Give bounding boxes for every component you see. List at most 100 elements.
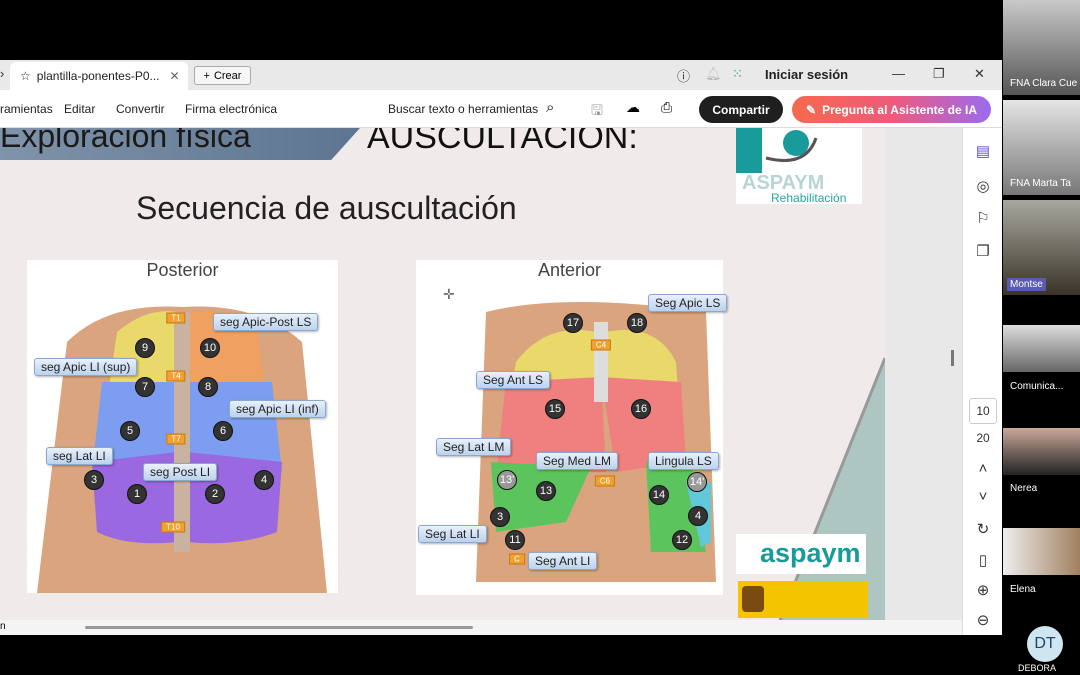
chevron-down-icon[interactable]: ˅ [978,488,988,505]
apps-grid-icon[interactable]: ⁙ [732,66,743,81]
plus-icon: + [203,69,210,82]
ai-summary-icon[interactable]: ▤ [975,143,991,160]
slide: Exploración física AUSCULTACIÓN: Secuenc… [0,128,885,620]
close-tab-icon[interactable]: ✕ [169,69,180,83]
scroll-thumb[interactable] [85,626,473,629]
horizontal-scrollbar[interactable]: n [0,620,962,635]
label-seg-ant-ls: Seg Ant LS [476,371,551,389]
participant-name: DEBORA [1018,663,1057,673]
point-1: 1 [127,484,147,504]
chevron-up-icon[interactable]: ˄ [978,460,988,477]
ai-label: Pregunta al Asistente de IA [822,102,977,117]
point-4: 4 [254,470,274,490]
back-illustration [37,306,327,593]
share-button[interactable]: Compartir [699,96,783,123]
participant-name: Elena [1010,584,1036,595]
participant-name: Nerea [1010,483,1038,494]
participant-name: FNA Marta Ta [1010,178,1071,189]
anterior-title: Anterior [537,260,602,280]
bell-icon[interactable]: 🔔︎ [705,66,722,81]
participant-video[interactable] [1003,528,1080,575]
slide-subtitle: Secuencia de auscultación [136,190,517,226]
label-seg-lat-lm: Seg Lat LM [436,438,512,456]
login-link[interactable]: Iniciar sesión [765,67,849,82]
logo-sub: Rehabilitación [771,191,847,205]
create-button[interactable]: +Crear [194,66,251,85]
vertical-scrollbar[interactable] [951,350,954,366]
actual-size-icon[interactable]: ▯ [978,552,988,569]
rotate-icon[interactable]: ↻ [976,521,990,538]
page-total: 20 [976,431,990,445]
save-icon[interactable]: 🖫 [591,102,603,118]
participant-video[interactable]: FNA Clara Cue [1003,0,1080,95]
point-6: 6 [213,421,233,441]
search-tools[interactable]: Buscar texto o herramientas [388,102,539,116]
posterior-title: Posterior [146,260,219,280]
create-label: Crear [213,69,242,82]
tab-title: plantilla-ponentes-P0... [36,69,160,83]
search-icon[interactable]: ⌕ [546,99,555,116]
tab-document[interactable]: ☆ plantilla-ponentes-P0... ✕ [10,62,188,90]
point-2: 2 [205,484,225,504]
aspaym-logo: aspaym [736,534,866,574]
vertebra-tag: T10 [161,521,185,533]
participant-video[interactable] [1003,325,1080,372]
point-3: 3 [84,470,104,490]
participant-name: Comunica... [1010,381,1064,392]
menu-edit[interactable]: Editar [64,102,96,116]
help-icon[interactable]: ⓘ [677,69,691,84]
print-icon[interactable]: ⎙ [661,99,673,115]
posterior-diagram: Posterior seg Apic-Post LS seg Apic LI (… [27,260,338,593]
page-number-input[interactable]: 10 [969,398,997,424]
cursor-crosshair-icon: ✛ [443,286,455,302]
star-icon[interactable]: ☆ [20,69,31,83]
right-toolbar: ▤ ◎ ⚐ ❐ 10 20 ˄ ˅ ↻ ▯ ⊕ ⊖ [962,128,1002,635]
ai-assistant-button[interactable]: ✎ Pregunta al Asistente de IA [792,96,991,123]
bookmark-icon[interactable]: ⚐ [976,210,990,227]
participant-video[interactable]: FNA Marta Ta [1003,100,1080,195]
government-logo [738,581,868,618]
header-right: AUSCULTACIÓN: [367,128,638,156]
avatar[interactable]: DT [1027,626,1063,662]
label-seg-apic-ls: Seg Apic LS [648,294,728,312]
label-seg-med-lm: Seg Med LM [536,452,619,470]
participant-name: FNA Clara Cue [1010,78,1078,89]
menu-convert[interactable]: Convertir [116,102,165,116]
label-seg-apic-post-ls: seg Apic-Post LS [213,313,319,331]
header-band [0,128,360,160]
label-seg-apic-li-sup: seg Apic LI (sup) [34,358,138,376]
label-seg-ant-li: Seg Ant LI [528,552,598,570]
zoom-in-icon[interactable]: ⊕ [976,582,990,599]
label-seg-lat-li: seg Lat LI [46,447,113,465]
anterior-diagram: Anterior ✛ Seg Apic LS Seg Ant LS Seg La… [416,260,728,595]
status-text: n [0,621,6,632]
logo-name: ASPAYM [742,172,825,194]
vertebra-tag: T7 [166,433,186,445]
menu-esign[interactable]: Firma electrónica [185,102,278,116]
label-seg-post-li: seg Post LI [143,463,218,481]
participant-video[interactable]: Montse [1003,200,1080,295]
pages-icon[interactable]: ❐ [976,243,990,260]
menu-tools[interactable]: ramientas [0,102,53,116]
label-lingula-ls: Lingula LS [648,452,719,470]
upload-cloud-icon[interactable]: ☁ [626,99,640,115]
label-seg-lat-li: Seg Lat LI [418,525,487,543]
point-9: 9 [135,338,155,358]
label-seg-apic-li-inf: seg Apic LI (inf) [229,400,326,418]
close-window-icon[interactable]: ✕ [974,66,985,81]
point-10: 10 [200,338,220,358]
participant-name: Montse [1007,278,1046,291]
vertebra-tag: T1 [166,312,186,324]
header-left: Exploración física [0,128,251,154]
comment-icon[interactable]: ◎ [976,178,990,195]
aspaym-rehab-logo: ASPAYM Rehabilitación [736,128,862,205]
point-5: 5 [120,421,140,441]
restore-icon[interactable]: ❐ [933,66,945,81]
ai-chat-icon: ✎ [806,102,817,117]
minimize-icon[interactable]: — [892,66,905,81]
participant-video[interactable] [1003,428,1080,475]
point-8: 8 [198,377,218,397]
zoom-out-icon[interactable]: ⊖ [976,612,990,629]
back-arrow-icon[interactable]: › [0,66,5,81]
vertebra-tag: T4 [166,370,186,382]
